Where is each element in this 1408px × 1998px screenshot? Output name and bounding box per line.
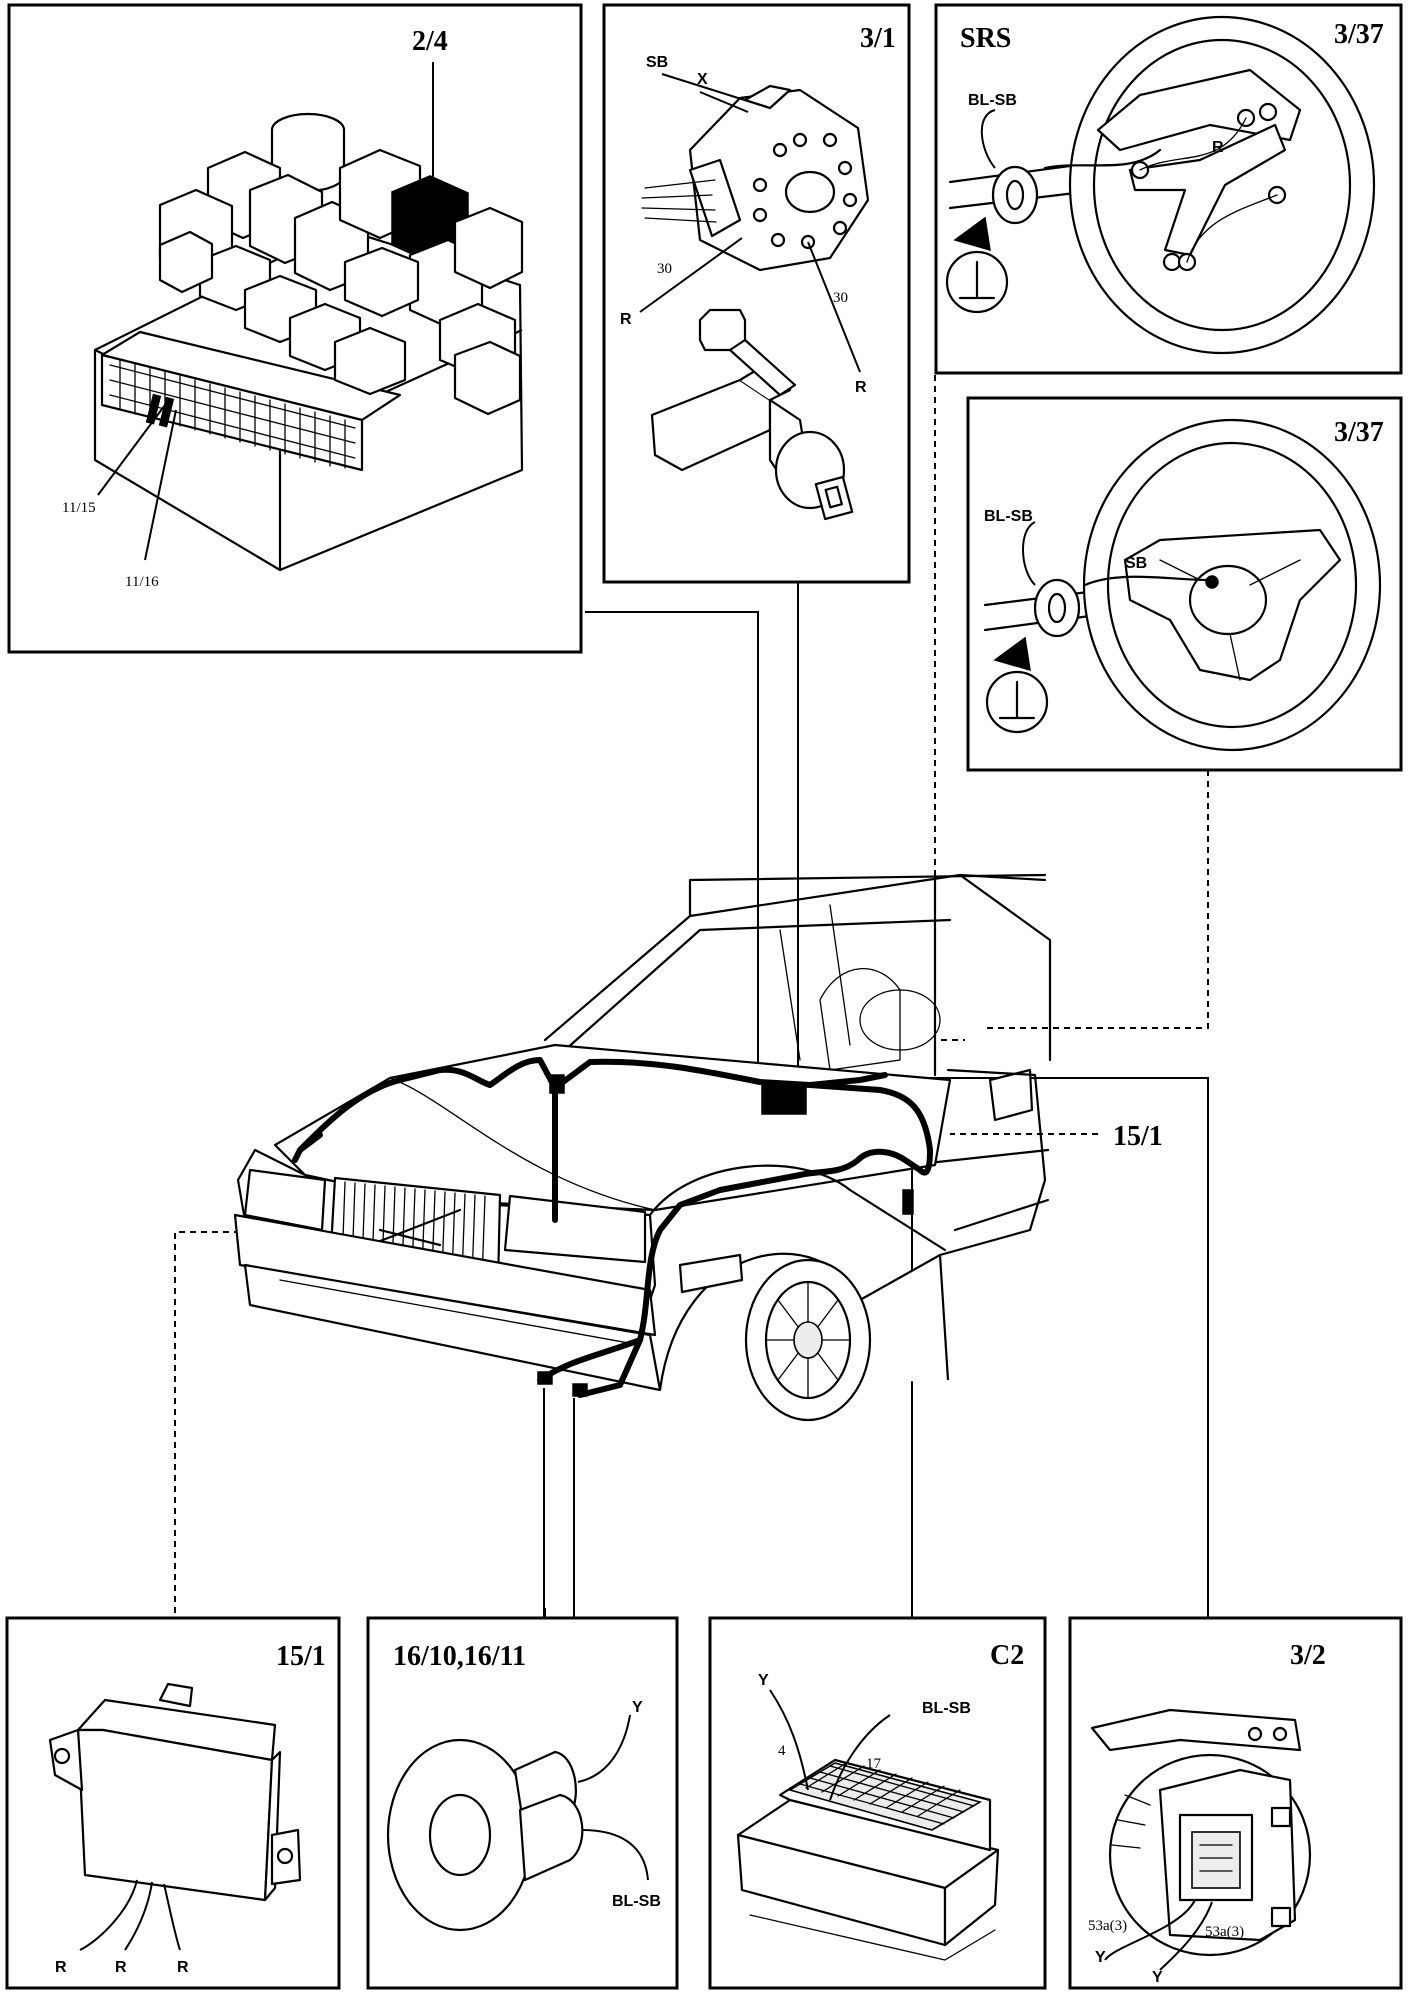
panel-fusebox: 2/4 11/	[7, 3, 583, 654]
wire-label-y-1: Y	[1095, 1949, 1106, 1966]
wire-label-bl-sb: BL-SB	[612, 1893, 661, 1910]
panel-ignition-switch: 3/1 SB X 30 R 30 R	[602, 3, 911, 584]
panel-id: 15/1	[276, 1641, 326, 1672]
label-r-left: R	[620, 311, 632, 328]
panel-steering-srs: SRS 3/37 BL-SB R	[934, 3, 1403, 375]
wire-label-1: R	[55, 1959, 67, 1976]
label-30-left: 30	[657, 261, 672, 277]
panel-id: 3/37	[1334, 417, 1384, 448]
pin-label-17: 17	[866, 1756, 882, 1772]
panel-connector: C2 Y BL-SB 4 17	[708, 1616, 1047, 1990]
label-sb: SB	[646, 54, 668, 71]
panel-id: 3/1	[860, 23, 896, 54]
fuse-rows	[109, 359, 356, 469]
label-sb: SB	[1125, 555, 1147, 572]
label-bl-sb: BL-SB	[984, 508, 1033, 525]
panel-steering-std: 3/37 BL-SB SB	[966, 396, 1403, 772]
panel-horns: 16/10,16/11 Y BL-SB	[366, 1616, 679, 1990]
fuse-label-1: 11/15	[62, 500, 96, 516]
pin-grid	[799, 1761, 975, 1825]
panel-relay-unit: 15/1 R R R	[5, 1616, 341, 1990]
wire-label-3: R	[177, 1959, 189, 1976]
panel-stalk-switch: 3/2 53a(3) 53a(3) Y Y	[1068, 1616, 1403, 1990]
label-x: X	[697, 71, 708, 88]
label-r: R	[1212, 139, 1224, 156]
label-30-right: 30	[833, 290, 848, 306]
grille-lines	[341, 1181, 486, 1281]
fuse-label-2: 11/16	[125, 574, 159, 590]
wire-label-y-2: Y	[1152, 1969, 1163, 1986]
panel-id: 2/4	[412, 26, 448, 57]
label-r-right: R	[855, 379, 867, 396]
wire-label-y: Y	[758, 1672, 769, 1689]
wire-label-2: R	[115, 1959, 127, 1976]
wiring-harness	[292, 1057, 933, 1398]
panel-id: 3/2	[1290, 1640, 1326, 1671]
terminal-label-1: 53a(3)	[1088, 1918, 1127, 1934]
panel-id: 16/10,16/11	[393, 1641, 526, 1672]
terminal-label-2: 53a(3)	[1205, 1924, 1244, 1940]
label-bl-sb: BL-SB	[968, 92, 1017, 109]
wire-label-bl-sb: BL-SB	[922, 1700, 971, 1717]
car-callout-id: 15/1	[1113, 1121, 1163, 1152]
pin-label-4: 4	[778, 1743, 786, 1759]
panel-id: C2	[990, 1640, 1024, 1671]
wire-label-y: Y	[632, 1699, 643, 1716]
panel-tag: SRS	[960, 23, 1011, 54]
panel-id: 3/37	[1334, 19, 1384, 50]
